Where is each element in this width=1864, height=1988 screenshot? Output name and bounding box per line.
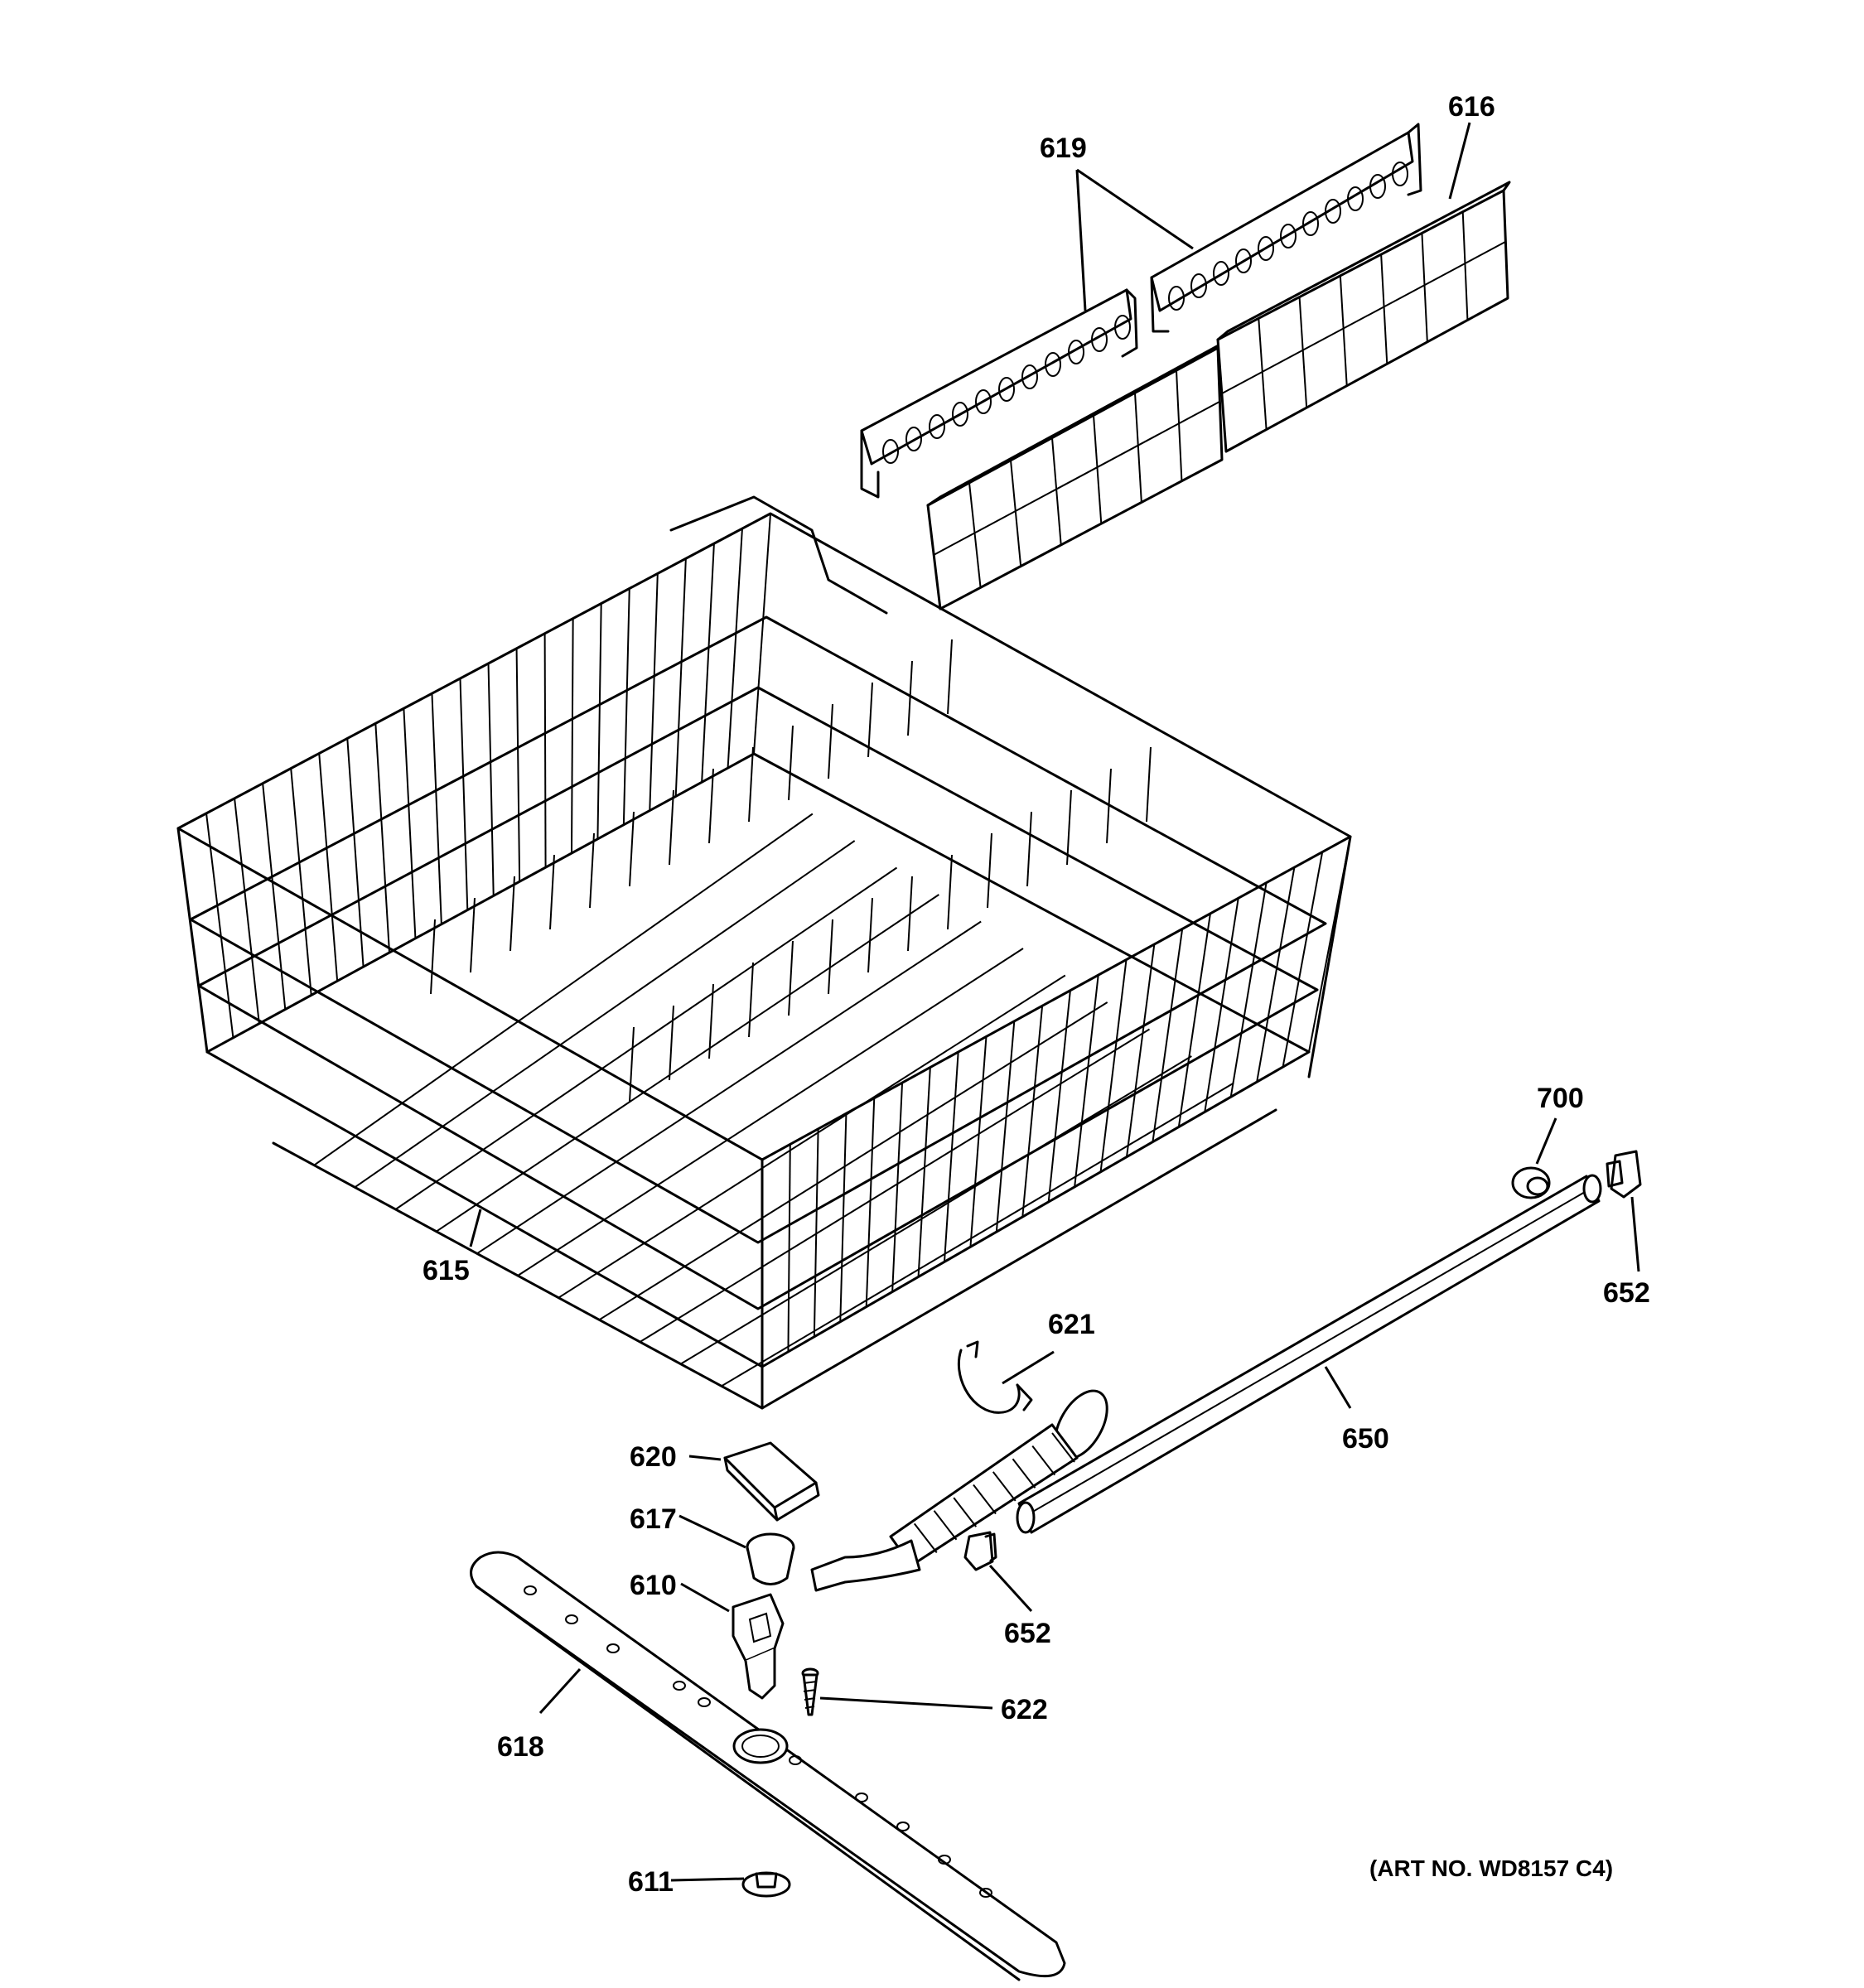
part-615-upper-rack <box>176 495 1352 1410</box>
part-616-shelf-right <box>1216 181 1511 453</box>
part-650-supply-tube <box>1016 1174 1602 1534</box>
label-620: 620 <box>630 1441 677 1473</box>
label-622: 622 <box>1001 1694 1048 1725</box>
label-615: 615 <box>423 1255 470 1286</box>
label-618: 618 <box>497 1731 544 1763</box>
label-610: 610 <box>630 1570 677 1601</box>
label-621: 621 <box>1048 1309 1095 1340</box>
part-610-hub <box>732 1593 785 1700</box>
label-700: 700 <box>1537 1083 1584 1114</box>
part-611-nut <box>741 1871 791 1898</box>
part-652-end-cap-top <box>1606 1150 1642 1199</box>
label-611: 611 <box>628 1866 674 1898</box>
part-620-button <box>723 1441 820 1522</box>
part-618-spray-arm <box>470 1551 1066 1981</box>
part-617-manifold-hose <box>746 1389 1108 1592</box>
leader-lines <box>469 122 1640 1882</box>
art-number: (ART NO. WD8157 C4) <box>1369 1855 1613 1881</box>
part-652-end-cap-bottom <box>963 1531 997 1571</box>
part-622-screw <box>801 1667 819 1716</box>
label-650: 650 <box>1342 1423 1389 1455</box>
part-621-clip <box>957 1340 1033 1414</box>
part-616-shelf-left <box>926 340 1228 610</box>
label-652-bottom: 652 <box>1004 1618 1051 1649</box>
part-619-tine-row-right <box>1150 123 1422 333</box>
part-labels: 619 616 615 700 652 621 650 620 617 610 … <box>423 91 1650 1898</box>
label-617: 617 <box>630 1503 677 1535</box>
part-619-tine-row-left <box>860 288 1138 499</box>
label-616: 616 <box>1448 91 1495 123</box>
label-652-top: 652 <box>1603 1277 1650 1309</box>
label-619: 619 <box>1040 133 1087 164</box>
part-700-wheel <box>1511 1166 1551 1199</box>
